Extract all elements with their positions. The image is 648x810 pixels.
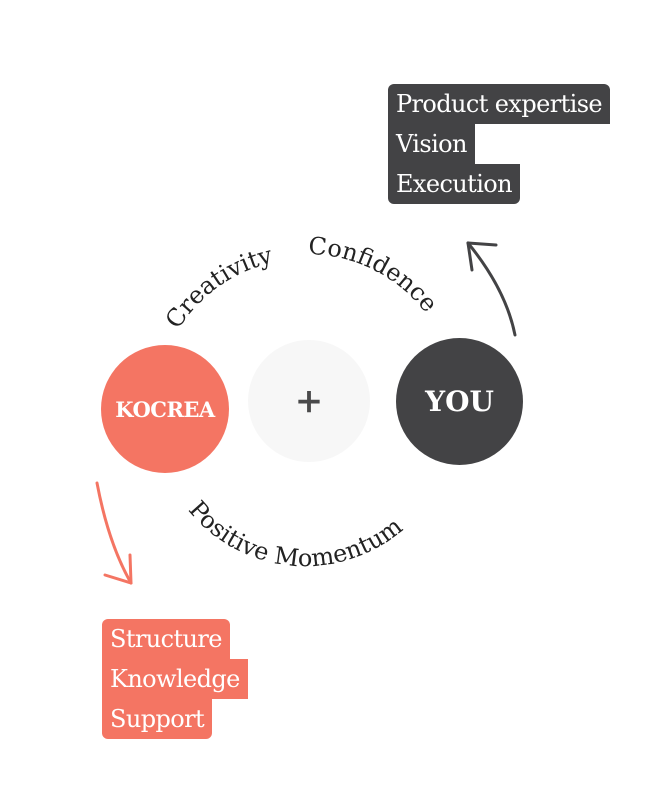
- kocrea-contribution-item: Structure: [102, 619, 230, 659]
- you-arrow-icon: [466, 241, 517, 337]
- you-contribution-item: Product expertise: [388, 84, 611, 124]
- plus-icon: +: [294, 381, 324, 421]
- kocrea-contribution-item: Support: [102, 699, 212, 739]
- kocrea-contributions-box: Structure Knowledge Support: [102, 619, 248, 739]
- you-circle: YOU: [396, 338, 523, 465]
- kocrea-circle: KOCREA: [101, 345, 229, 473]
- plus-circle: +: [248, 340, 370, 462]
- you-contributions-box: Product expertise Vision Execution: [388, 84, 611, 204]
- you-contribution-item: Execution: [388, 164, 520, 204]
- confidence-label: Confidence: [308, 232, 444, 318]
- positive-momentum-label: Positive Momentum: [183, 495, 407, 572]
- you-label: YOU: [425, 385, 494, 418]
- creativity-label: Creativity: [160, 241, 276, 334]
- kocrea-label: KOCREA: [115, 396, 215, 422]
- kocrea-contribution-item: Knowledge: [102, 659, 248, 699]
- kocrea-arrow-icon: [95, 481, 133, 585]
- you-contribution-item: Vision: [388, 124, 475, 164]
